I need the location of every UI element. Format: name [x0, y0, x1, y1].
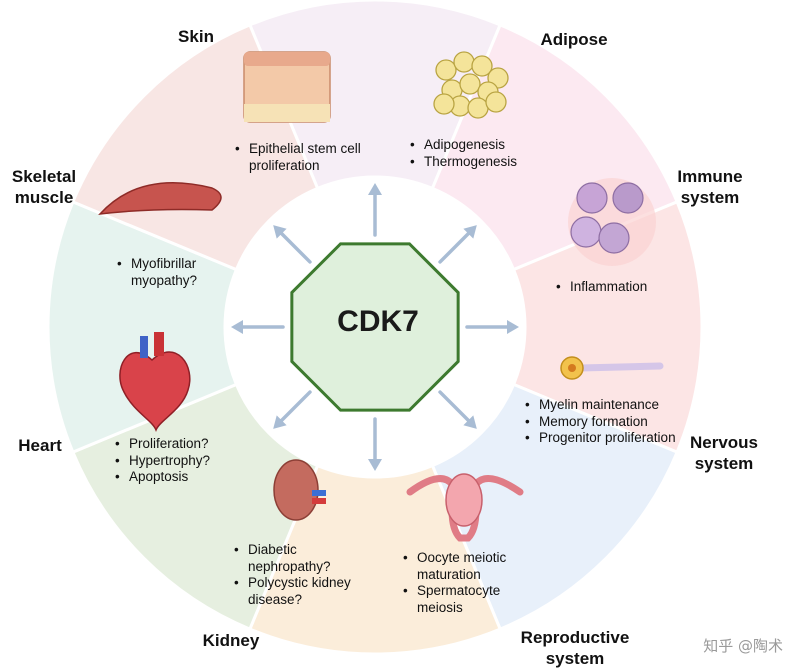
kidney-icon [273, 459, 319, 521]
bullet-item: Polycystic kidney disease? [233, 575, 368, 608]
heart-aorta-icon [154, 332, 164, 356]
region-title-nervous: Nervous system [689, 433, 759, 473]
adipocyte-icon [471, 55, 493, 77]
arrow-head [273, 415, 287, 429]
bullet-item: Progenitor proliferation [524, 430, 689, 447]
adipocyte-icon [453, 51, 475, 73]
heart-icon [119, 351, 191, 433]
region-title-skin: Skin [178, 27, 214, 46]
skin-icon-fat [244, 104, 330, 122]
kidney-artery-icon [312, 498, 326, 504]
arrow-shaft [438, 390, 475, 427]
arrow-head [507, 320, 519, 334]
arrow-head [273, 225, 287, 239]
adipocyte-icon [485, 91, 507, 113]
bullets-immune: Inflammation [555, 279, 685, 296]
adipocyte-icon [435, 59, 457, 81]
bullet-item: Myelin maintenance [524, 397, 689, 414]
bullet-item: Adipogenesis [409, 137, 559, 154]
arrow-head [463, 225, 477, 239]
bullet-item: Diabetic nephropathy? [233, 542, 368, 575]
bullets-skeletal: Myofibrillar myopathy? [116, 256, 231, 289]
arrow-head [463, 415, 477, 429]
arrow-head [368, 459, 382, 471]
bullet-item: Epithelial stem cell proliferation [234, 141, 384, 174]
bullet-item: Oocyte meiotic maturation [402, 550, 532, 583]
bullets-kidney: Diabetic nephropathy? Polycystic kidney … [233, 542, 368, 608]
region-title-skeletal: Skeletal muscle [11, 167, 77, 207]
region-title-reproductive: Reproductive system [520, 628, 630, 668]
region-title-heart: Heart [18, 436, 62, 455]
adipocyte-icon [459, 73, 481, 95]
region-title-immune: Immune system [677, 167, 743, 207]
bullets-adipose: Adipogenesis Thermogenesis [409, 137, 559, 170]
arrow-head [231, 320, 243, 334]
adipocyte-icon [467, 97, 489, 119]
center-label: CDK7 [337, 305, 419, 338]
arrow-shaft [275, 390, 312, 427]
neuron-nucleus-icon [568, 364, 576, 372]
bullet-item: Spermatocyte meiosis [402, 583, 532, 616]
region-title-adipose: Adipose [540, 30, 608, 49]
bullet-item: Apoptosis [114, 469, 239, 486]
uterus-icon [406, 475, 524, 542]
arrow-shaft [438, 227, 475, 264]
immune-cell-icon [598, 222, 630, 254]
uterus-body-icon [445, 473, 483, 527]
region-title-kidney: Kidney [202, 631, 260, 650]
bullets-heart: Proliferation? Hypertrophy? Apoptosis [114, 436, 239, 486]
arrow-shaft [275, 227, 312, 264]
bullets-reproductive: Oocyte meiotic maturation Spermatocyte m… [402, 550, 532, 616]
immune-cell-icon [576, 182, 608, 214]
bullets-nervous: Myelin maintenance Memory formation Prog… [524, 397, 689, 447]
center-octagon [290, 242, 460, 412]
adipocyte-icon [433, 93, 455, 115]
watermark: 知乎 @陶术 [703, 637, 783, 655]
bullet-item: Inflammation [555, 279, 685, 296]
arrow-head [368, 183, 382, 195]
bullet-item: Myofibrillar myopathy? [116, 256, 231, 289]
axon-icon [576, 362, 664, 372]
bullet-item: Thermogenesis [409, 154, 559, 171]
kidney-vessel-icon [312, 490, 326, 496]
heart-vein-icon [140, 336, 148, 358]
immune-cell-icon [612, 182, 644, 214]
bullet-item: Hypertrophy? [114, 453, 239, 470]
bullet-item: Proliferation? [114, 436, 239, 453]
skin-icon-layer [244, 52, 330, 66]
immune-cell-icon [570, 216, 602, 248]
bullet-item: Memory formation [524, 414, 689, 431]
muscle-icon [98, 182, 222, 215]
bullets-skin: Epithelial stem cell proliferation [234, 141, 384, 174]
